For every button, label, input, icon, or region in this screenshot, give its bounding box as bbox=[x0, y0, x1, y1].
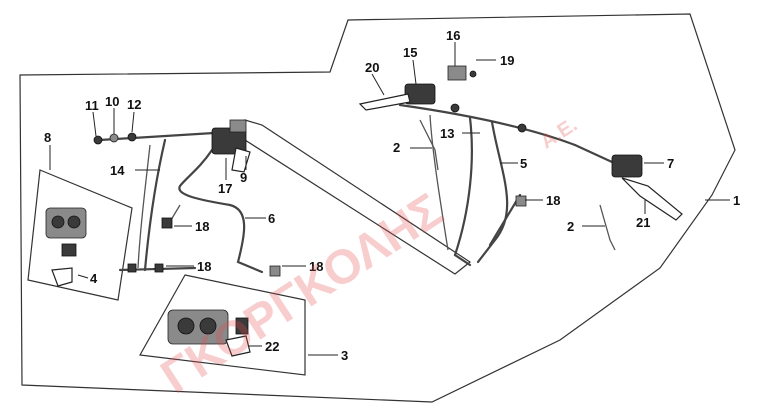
callout-21: 21 bbox=[636, 215, 650, 230]
callout-18-a: 18 bbox=[195, 219, 209, 234]
callout-2-left: 2 bbox=[393, 140, 400, 155]
callout-19: 19 bbox=[500, 53, 514, 68]
watermark-suffix: Α.Ε. bbox=[537, 114, 582, 154]
callout-12: 12 bbox=[127, 97, 141, 112]
callout-labels: 1 2 2 3 4 5 6 7 8 9 10 11 12 13 14 15 16… bbox=[44, 28, 740, 363]
right-lever-assembly bbox=[611, 154, 683, 221]
left-caliper-box bbox=[27, 169, 133, 301]
callout-2-right: 2 bbox=[567, 219, 574, 234]
left-master-cylinder bbox=[211, 119, 251, 173]
callout-16: 16 bbox=[446, 28, 460, 43]
hose-clamp bbox=[127, 263, 137, 273]
callout-17: 17 bbox=[218, 181, 232, 196]
callout-6: 6 bbox=[268, 211, 275, 226]
hose-fitting-18 bbox=[161, 217, 173, 229]
callout-1: 1 bbox=[733, 193, 740, 208]
callout-8: 8 bbox=[44, 130, 51, 145]
watermark-text: ΓΚΟΡΓΚΟΛΗΣ bbox=[152, 184, 452, 405]
callout-18-b: 18 bbox=[197, 259, 211, 274]
callout-11: 11 bbox=[85, 98, 99, 113]
callout-14: 14 bbox=[110, 163, 125, 178]
hose-fitting-18 bbox=[515, 195, 527, 207]
leader-lines bbox=[49, 42, 730, 356]
callout-13: 13 bbox=[440, 126, 454, 141]
bottom-caliper-box bbox=[139, 274, 306, 376]
callout-10: 10 bbox=[105, 94, 119, 109]
callout-22: 22 bbox=[265, 339, 279, 354]
right-master-cylinder bbox=[358, 65, 477, 111]
assembly-outline bbox=[19, 13, 736, 403]
callout-7: 7 bbox=[667, 156, 674, 171]
left-hose-system bbox=[93, 130, 281, 277]
callout-3: 3 bbox=[341, 348, 348, 363]
hose-clamp bbox=[154, 263, 164, 273]
callout-9: 9 bbox=[240, 170, 247, 185]
right-hose-system bbox=[398, 103, 616, 267]
hose-clamp bbox=[450, 103, 460, 113]
callout-18-d: 18 bbox=[546, 193, 560, 208]
bottom-caliper bbox=[167, 309, 251, 357]
callout-18-c: 18 bbox=[309, 259, 323, 274]
hose-clamp bbox=[517, 123, 527, 133]
bolt-12 bbox=[127, 132, 137, 142]
callout-4: 4 bbox=[90, 271, 98, 286]
washer-10 bbox=[109, 133, 119, 143]
callout-15: 15 bbox=[403, 45, 417, 60]
left-caliper bbox=[45, 207, 87, 287]
callout-5: 5 bbox=[520, 156, 527, 171]
callout-20: 20 bbox=[365, 60, 379, 75]
bolt-11 bbox=[93, 135, 103, 145]
hose-fitting-18 bbox=[269, 265, 281, 277]
